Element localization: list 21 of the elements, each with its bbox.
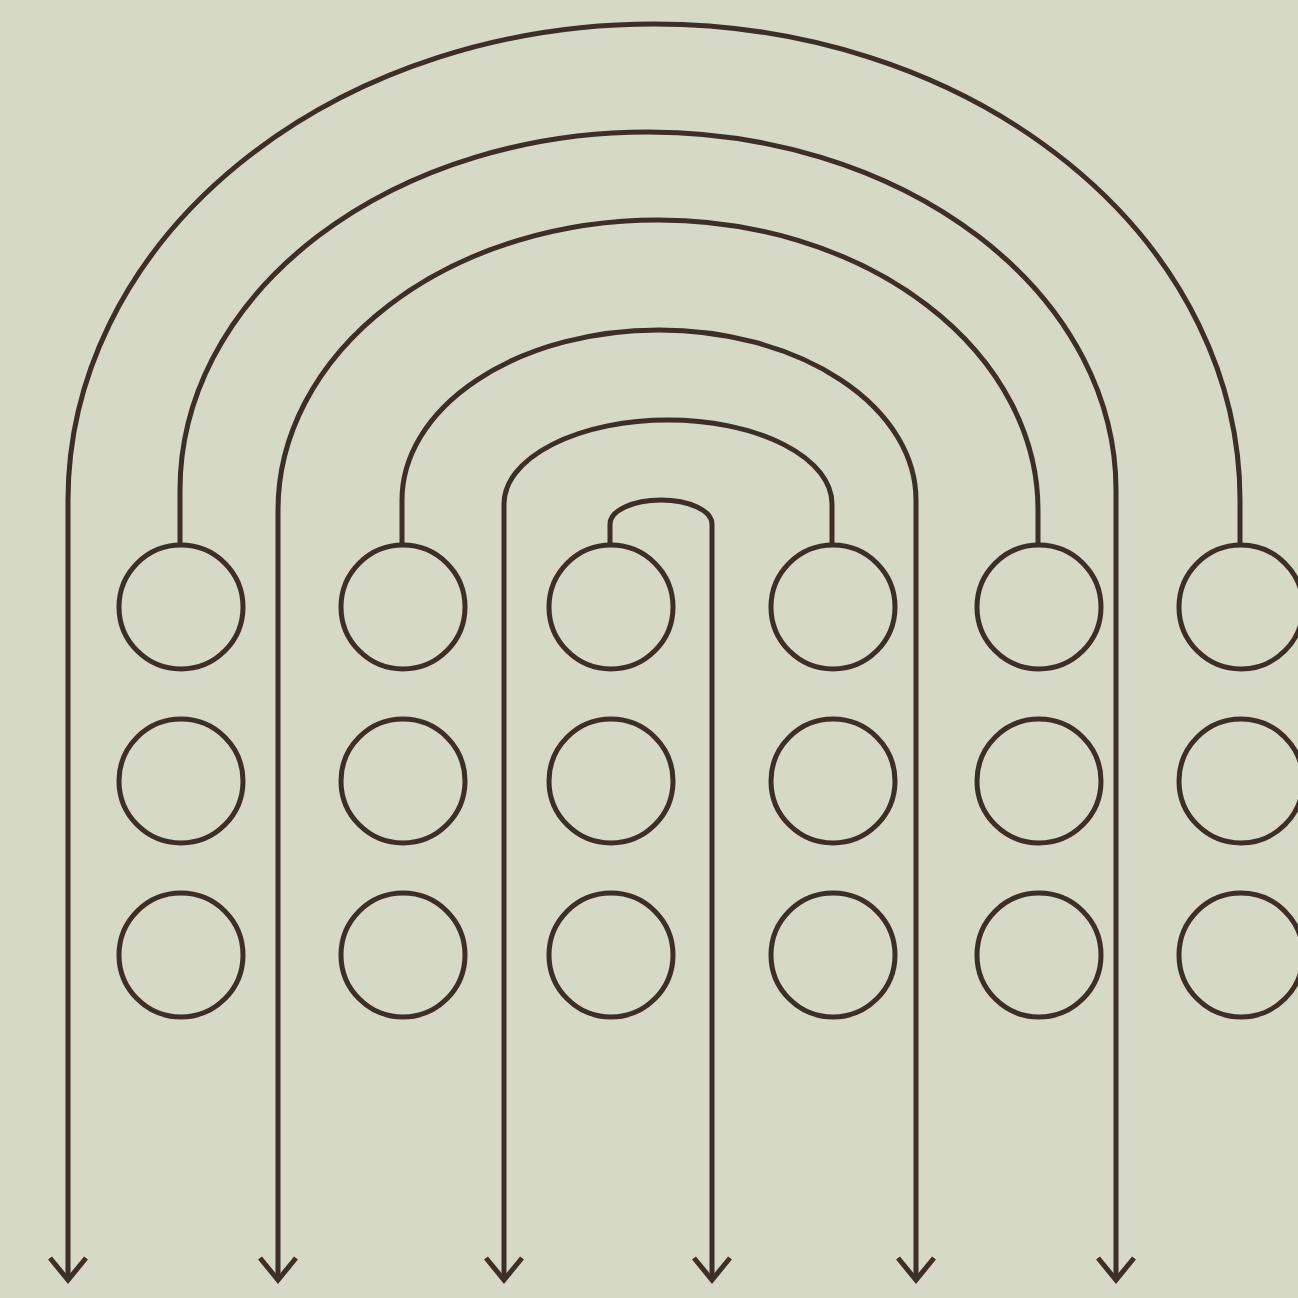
circle [337, 715, 467, 845]
circle [545, 541, 675, 671]
circle [973, 541, 1103, 671]
circle [767, 715, 897, 845]
circle [973, 715, 1103, 845]
circle [767, 541, 897, 671]
circle [115, 541, 245, 671]
arrow [607, 497, 733, 1283]
arrow [47, 22, 1243, 1283]
circle [337, 541, 467, 671]
circle [545, 715, 675, 845]
circle [115, 715, 245, 845]
arrow [257, 218, 1041, 1283]
circle [767, 889, 897, 1019]
circle [337, 889, 467, 1019]
circle [973, 889, 1103, 1019]
arrow [177, 130, 1137, 1283]
arrow [483, 417, 835, 1283]
arrow [399, 327, 937, 1283]
circle [545, 889, 675, 1019]
circle [115, 889, 245, 1019]
